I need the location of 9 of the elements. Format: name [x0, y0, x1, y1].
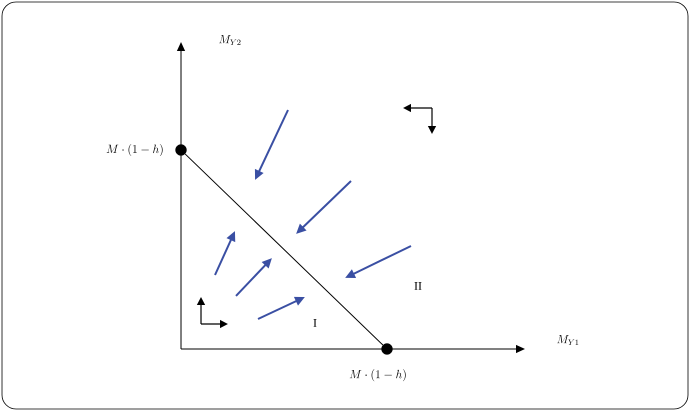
region-label: II: [414, 282, 422, 290]
point-label: $M \cdot (1-h)$: [350, 369, 406, 382]
point-label: $M \cdot (1-h)$: [106, 144, 163, 156]
point-marker: [175, 144, 187, 156]
point-marker: [381, 343, 393, 355]
axis-label: $M_{Y2}$: [219, 35, 241, 45]
axis-label: $M_{Y1}$: [557, 335, 578, 345]
region-label: I: [313, 319, 317, 327]
boundary-line: [184, 153, 384, 346]
